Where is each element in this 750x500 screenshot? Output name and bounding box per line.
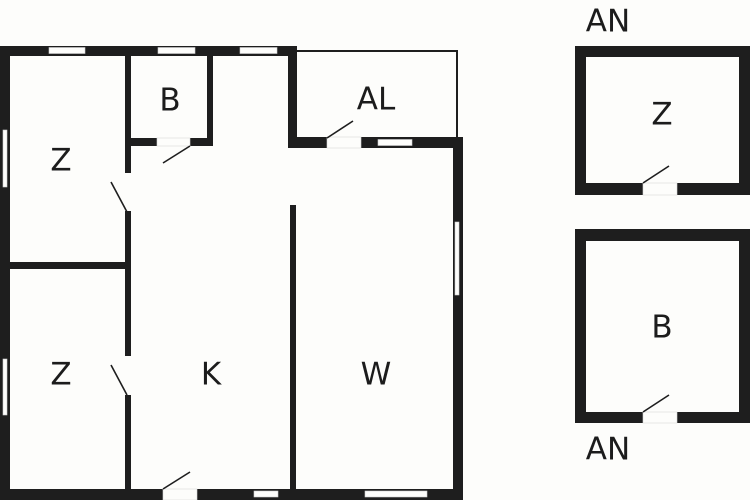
door-leaf-entrance (162, 471, 191, 490)
room-label-bathroom: B (159, 82, 181, 119)
window-top-2 (157, 47, 196, 54)
door-gap-annex-top (642, 182, 678, 196)
window-right (454, 221, 460, 296)
door-openings (125, 137, 361, 500)
annex-bottom-title: AN (585, 431, 631, 468)
room-label-living: W (360, 356, 392, 393)
door-leaf-bedroom-bottom (110, 364, 128, 396)
window-top-1 (48, 47, 86, 54)
window-al (377, 139, 413, 146)
window-bottom-1 (253, 490, 279, 498)
door-gap-balcony (327, 137, 361, 148)
room-label-kitchen: K (200, 356, 222, 393)
room-label-bedroom-bottom: Z (50, 356, 72, 393)
door-leaf-bathroom (162, 145, 191, 164)
windows (2, 47, 460, 498)
window-left-2 (2, 358, 8, 416)
door-leaf-annex-top (642, 165, 670, 184)
door-leaf-bedroom-top (110, 181, 128, 213)
door-gap-edges (156, 136, 362, 500)
door-gap-bedroom-bottom (125, 356, 131, 395)
door-gap-entrance (163, 489, 197, 500)
balcony-outline (297, 50, 458, 138)
door-leaf-balcony (326, 120, 354, 139)
annex-top-title: AN (585, 3, 631, 40)
door-gap-bathroom (157, 138, 190, 146)
room-label-bedroom-top: Z (50, 142, 72, 179)
window-left-1 (2, 129, 8, 188)
annex-top-room-label: Z (651, 96, 673, 133)
room-label-balcony: AL (356, 81, 396, 118)
window-top-3 (239, 47, 278, 54)
door-gap-annex-bottom (642, 411, 678, 424)
annex-bottom-room-label: B (651, 309, 673, 346)
window-bottom-2 (364, 490, 428, 498)
door-leaves (110, 120, 354, 490)
door-leaf-annex-bottom (642, 394, 670, 413)
door-gap-bedroom-top (125, 173, 131, 211)
